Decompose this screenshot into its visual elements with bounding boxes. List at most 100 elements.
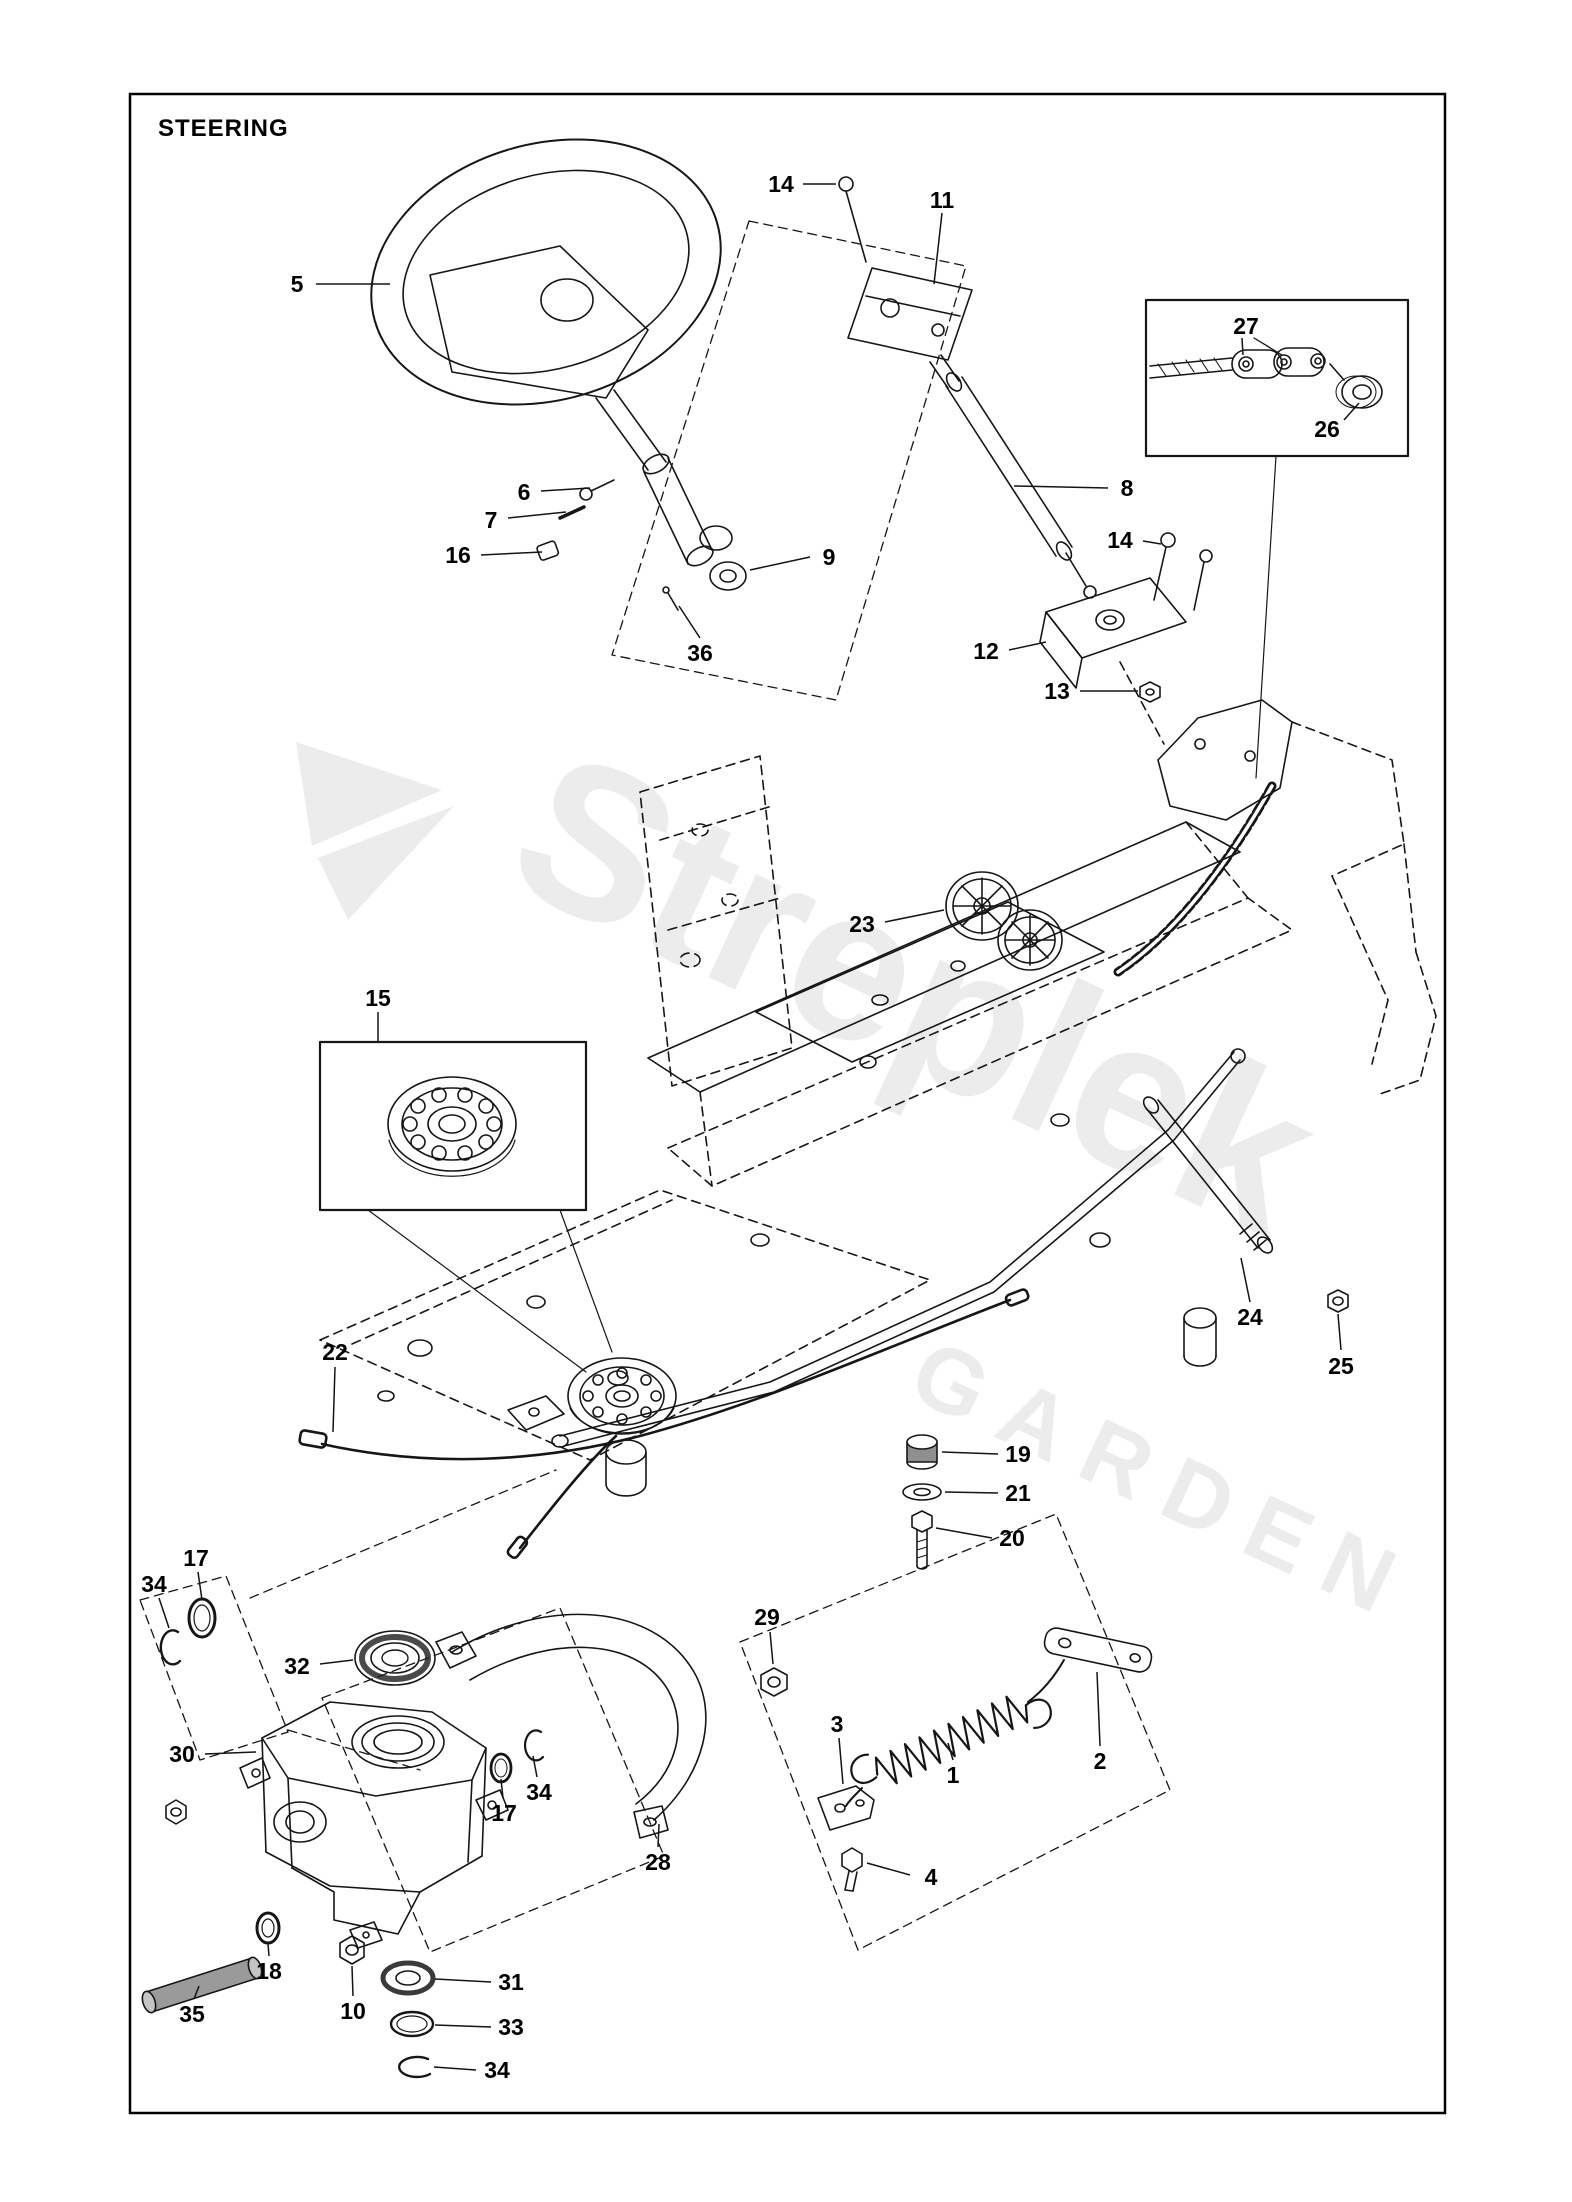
watermark-brand: Streplek [481, 703, 1352, 1280]
callout-leader-18 [267, 1943, 270, 1957]
part-label-34b: 34 [526, 1779, 552, 1805]
bushing-9 [699, 525, 733, 551]
part-label-15: 15 [365, 985, 391, 1011]
part-label-24: 24 [1237, 1304, 1263, 1330]
part-label-8: 8 [1121, 475, 1134, 501]
bearing-31 [380, 1960, 436, 1996]
washer-21 [902, 1483, 942, 1501]
extension-spring-1 [845, 1659, 1065, 1807]
page-title: STEERING [158, 115, 289, 142]
part-label-22: 22 [322, 1339, 348, 1365]
bolt-14-lower [1199, 549, 1213, 563]
callout-leader-32 [319, 1659, 354, 1665]
bushing-9 [709, 561, 747, 591]
callout-leader-27 [1241, 337, 1244, 356]
part-label-26: 26 [1314, 416, 1340, 442]
bolt-20 [911, 1510, 933, 1533]
part-label-27: 27 [1233, 313, 1259, 339]
part-label-25: 25 [1328, 1353, 1354, 1379]
callout-leader-14b [1142, 540, 1162, 545]
part-label-1: 1 [947, 1762, 960, 1788]
steering-cable-22 [298, 1288, 1030, 1560]
callout-leader-19 [941, 1451, 999, 1455]
part-label-30: 30 [169, 1741, 195, 1767]
callout-leader-2 [1096, 1671, 1101, 1747]
retainer-rings-17-34-left [159, 1597, 217, 1666]
bolt-14-lower [1160, 532, 1176, 548]
callout-leader-30 [204, 1751, 257, 1755]
callout-leader-31 [434, 1978, 492, 1983]
callout-leader-29 [769, 1631, 774, 1665]
part-label-35: 35 [179, 2001, 205, 2027]
part-label-29: 29 [754, 1604, 780, 1630]
callout-leader-22 [332, 1366, 336, 1433]
chain-link-27 [1273, 347, 1325, 377]
callout-leader-7 [507, 511, 567, 519]
callout-leader-28 [657, 1823, 660, 1848]
retainer-rings-34-17-mid [489, 1729, 545, 1784]
part-label-21: 21 [1005, 1480, 1031, 1506]
part-label-6: 6 [518, 479, 531, 505]
support-strap-28 [435, 1613, 707, 1839]
part-label-34a: 34 [141, 1571, 167, 1597]
callout-leader-17a [197, 1571, 203, 1601]
callout-leader-21 [944, 1491, 999, 1494]
part-label-9: 9 [823, 544, 836, 570]
support-rod-24 [1142, 1096, 1274, 1254]
callout-leader-6 [540, 487, 591, 492]
callout-leader-23 [884, 909, 945, 923]
callout-leader-3 [838, 1737, 844, 1785]
callout-leader-12 [1008, 641, 1047, 651]
snap-ring-34 [523, 1729, 545, 1762]
callout-leader-1 [947, 1742, 954, 1761]
ring-18 [255, 1911, 281, 1945]
chain-detail-box [1144, 298, 1410, 779]
snap-ring-34-bottom [398, 2055, 432, 2079]
pin-36 [662, 586, 670, 594]
watermark-logo [296, 742, 442, 846]
callout-leader-35 [193, 1985, 200, 2000]
part-label-13: 13 [1044, 678, 1070, 704]
ring-17 [489, 1752, 513, 1784]
callout-leader-34c [433, 2066, 477, 2071]
part-label-7: 7 [485, 507, 498, 533]
callout-leader-4 [866, 1862, 911, 1876]
part-label-12: 12 [973, 638, 999, 664]
input-shaft-35 [141, 1956, 263, 2014]
locknut-10 [339, 1935, 365, 1965]
part-label-31: 31 [498, 1969, 524, 1995]
support-bracket-12 [1039, 532, 1213, 703]
bearing-32 [354, 1630, 436, 1686]
part-label-10: 10 [340, 1998, 366, 2024]
callout-leader-36 [678, 605, 701, 639]
steering-gear-housing-30 [165, 1701, 509, 1949]
pin-7 [558, 505, 586, 520]
nut-25 [1327, 1289, 1349, 1313]
part-label-20: 20 [999, 1525, 1025, 1551]
part-label-32: 32 [284, 1653, 310, 1679]
callout-leader-16 [480, 551, 543, 556]
link-bracket-11 [838, 176, 973, 361]
part-label-3: 3 [831, 1711, 844, 1737]
part-label-2: 2 [1094, 1748, 1107, 1774]
part-label-14b: 14 [1107, 527, 1133, 553]
part-label-17b: 17 [491, 1800, 517, 1826]
part-label-14a: 14 [768, 171, 794, 197]
part-label-23: 23 [849, 911, 875, 937]
disc-26 [1341, 375, 1383, 409]
callout-leader-34b [532, 1755, 538, 1778]
spacer-washer-bolt-19-21-20 [902, 1434, 942, 1570]
drive-chain [1113, 781, 1277, 977]
steering-drag-link [551, 1048, 1246, 1448]
part-label-34c: 34 [484, 2057, 510, 2083]
cap-16 [536, 540, 560, 561]
part-label-33: 33 [498, 2014, 524, 2040]
ring-33 [389, 2010, 435, 2038]
idler-pulley-main [567, 1357, 677, 1435]
snap-ring-34 [159, 1629, 182, 1666]
bolt-6 [579, 487, 593, 501]
watermark: Streplek GARDEN [296, 703, 1431, 1642]
part-label-4: 4 [925, 1864, 938, 1890]
